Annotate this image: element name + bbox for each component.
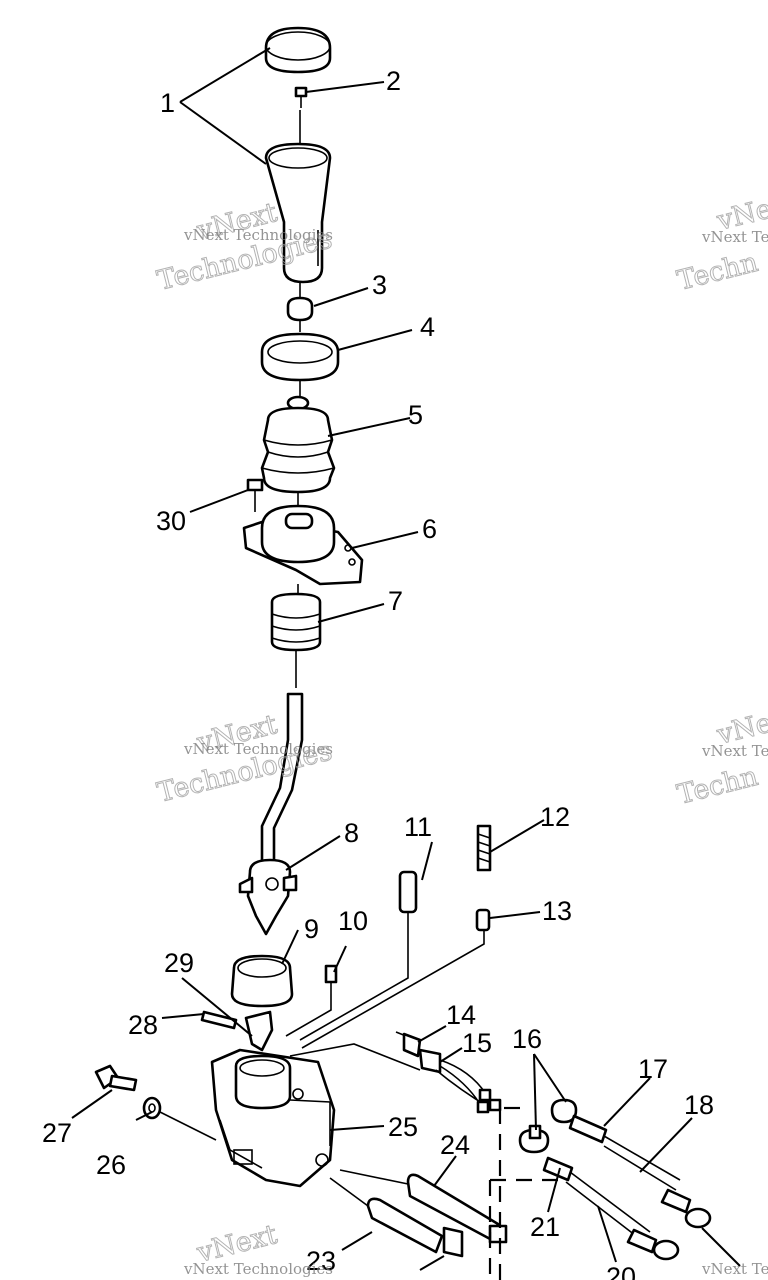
callout-7: 7 <box>388 586 403 616</box>
watermark-bottom: vNext vNext Technologies <box>183 1219 333 1278</box>
svg-text:vNext Technologies: vNext Technologies <box>183 740 333 758</box>
callout-20: 20 <box>606 1262 636 1280</box>
callout-17: 17 <box>638 1054 668 1084</box>
callout-9: 9 <box>304 914 319 944</box>
callout-25: 25 <box>388 1112 418 1142</box>
part-1-knob-cap <box>264 26 332 74</box>
callout-18: 18 <box>684 1090 714 1120</box>
callout-5: 5 <box>408 400 423 430</box>
callout-26: 26 <box>96 1150 126 1180</box>
callout-12: 12 <box>540 802 570 832</box>
callout-11: 11 <box>404 812 432 842</box>
callout-8: 8 <box>344 818 359 848</box>
part-25-housing <box>210 1048 336 1188</box>
part-6-plate <box>242 504 364 586</box>
callout-labels: 1 2 3 4 5 6 7 8 9 10 11 12 13 14 15 16 1… <box>42 66 714 1280</box>
part-4-ring <box>260 332 340 382</box>
part-30-screw <box>246 478 264 512</box>
svg-text:vNext Te: vNext Te <box>701 228 768 246</box>
svg-text:vNext Technologies: vNext Technologies <box>183 226 333 244</box>
leader-lines <box>71 47 741 1271</box>
part-13-pin <box>475 908 491 932</box>
callout-16: 16 <box>512 1024 542 1054</box>
part-16-fitting <box>518 1098 578 1154</box>
callout-3: 3 <box>372 270 387 300</box>
part-1-grip <box>264 142 332 284</box>
part-23-rod <box>329 1169 464 1258</box>
part-9-collar <box>230 954 294 1008</box>
part-8-shift-lever <box>238 692 304 936</box>
callout-2: 2 <box>386 66 401 96</box>
part-12-spring <box>476 824 492 872</box>
part-24-rod <box>406 1173 508 1244</box>
callout-4: 4 <box>420 312 435 342</box>
svg-text:Techn: Techn <box>674 761 761 811</box>
part-7-bushing <box>270 592 322 652</box>
svg-text:Techn: Techn <box>674 247 761 297</box>
callout-10: 10 <box>338 906 368 936</box>
part-11-pin <box>398 870 418 914</box>
part-28-pin <box>200 1010 238 1030</box>
part-29-detent <box>244 1010 274 1052</box>
callout-13: 13 <box>542 896 572 926</box>
part-20-cable <box>542 1156 680 1261</box>
callout-21: 21 <box>530 1212 560 1242</box>
svg-text:vNext Te: vNext Te <box>701 742 768 760</box>
svg-text:vNext Te: vNext Te <box>701 1260 768 1278</box>
watermark-middle: vNext vNext Technologies Technologies <box>154 709 336 810</box>
part-15-connector <box>418 1048 502 1114</box>
callout-29: 29 <box>164 948 194 978</box>
part-18-cable <box>568 1114 712 1229</box>
callout-28: 28 <box>128 1010 158 1040</box>
part-10-screw <box>324 964 338 994</box>
callout-30: 30 <box>156 506 186 536</box>
part-5-boot <box>260 395 336 494</box>
callout-1: 1 <box>160 88 175 118</box>
callout-24: 24 <box>440 1130 470 1160</box>
callout-27: 27 <box>42 1118 72 1148</box>
callout-14: 14 <box>446 1000 476 1030</box>
callout-15: 15 <box>462 1028 492 1058</box>
callout-23: 23 <box>306 1246 336 1276</box>
callout-6: 6 <box>422 514 437 544</box>
part-14-switch <box>395 1031 422 1058</box>
part-3-washer <box>286 296 314 322</box>
svg-text:vNext Technologies: vNext Technologies <box>183 1260 333 1278</box>
part-27-bolt <box>94 1064 138 1092</box>
part-2-screw <box>294 86 308 108</box>
